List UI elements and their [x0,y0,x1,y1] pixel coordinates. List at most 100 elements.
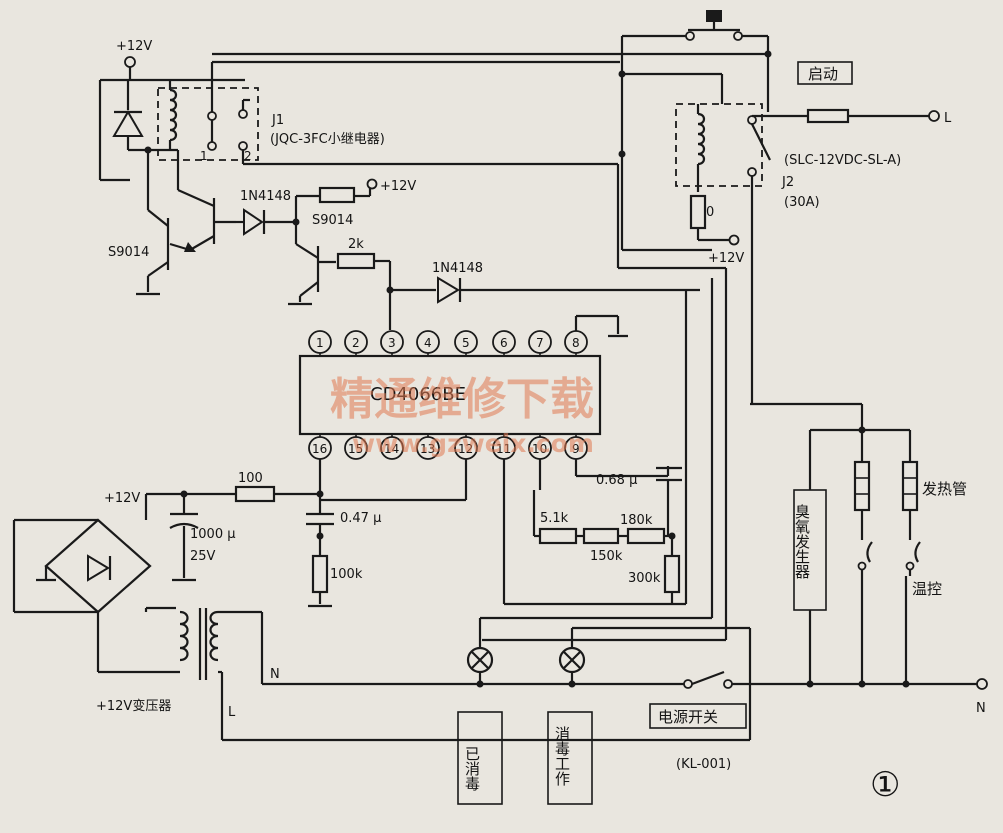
r-150k-label: 150k [590,549,623,564]
pin-6: 6 [500,336,508,350]
line-N-label: N [976,701,986,716]
j1-pin1-label: 1 [200,149,208,163]
pin-12: 12 [458,442,473,456]
j2-coil [697,112,706,166]
j2-name-label: J2 [781,175,794,190]
switch-model-label: (KL-001) [676,757,731,772]
pin-7: 7 [536,336,544,350]
cap-068-label: 0.68 μ [596,473,637,488]
r-5k1 [538,527,578,545]
j1-pin2-label: 2 [244,149,252,163]
transformer-secondary [179,610,189,662]
pin-10: 10 [532,442,547,456]
vcc-j2-label: +12V [708,251,744,266]
cap-047-label: 0.47 μ [340,511,381,526]
pin-9: 9 [572,442,580,456]
vcc-top-terminal [124,56,136,68]
ic-name-label: CD4066BE [370,384,466,405]
j1-name-label: J1 [271,113,284,128]
j2-rating-label: (30A) [784,195,820,210]
j1-relay-box [157,87,259,161]
vcc-top-label: +12V [116,39,152,54]
vcc-mid-label: +12V [380,179,416,194]
diode-1n4148-b [437,276,460,304]
power-switch-label: 电源开关 [658,708,718,726]
start-label: 启动 [808,65,838,83]
pin-2: 2 [352,336,360,350]
pin-13: 13 [420,442,435,456]
r-180k-label: 180k [620,513,653,528]
r-2k-label: 2k [348,237,364,252]
power-switch-box [649,703,747,729]
start-label-box [797,61,853,85]
j2-coil-res-label: 0 [706,205,714,220]
ic-top-pins: 1 2 3 4 5 6 7 8 [308,330,588,356]
r-150k [582,527,620,545]
ic-cd4066be: CD4066BE 1 2 3 4 5 6 7 8 [298,314,628,460]
lamp-work-label: 消毒工作 [553,726,571,786]
r-5k1-label: 5.1k [540,511,569,526]
bridge-rectifier [44,518,152,614]
s9014-b-label: S9014 [312,213,353,228]
fuse [806,108,850,124]
power-switch [723,679,733,689]
figure-number: ① [870,765,900,805]
s9014-a-label: S9014 [108,245,149,260]
heater-1 [853,460,871,512]
diode-b-label: 1N4148 [432,261,483,276]
j1-relay-section: +12V 1 2 J1 (JQC-3FC小继电器) [98,39,700,330]
j1-coil [169,88,178,142]
ozone-label: 臭氧发生器 [793,504,811,579]
r-2k [336,252,376,270]
r-300k [663,554,681,594]
j2-model-label: (SLC-12VDC-SL-A) [784,153,901,168]
vcc-j2-terminal [728,234,740,246]
thermo-label: 温控 [912,580,942,598]
diode-1n4148-a [243,208,264,236]
line-L-terminal [928,110,940,122]
cap-1000-label: 1000 μ [190,527,236,542]
mains-section: N 电源开关 (KL-001) 已消毒 消毒工作 臭氧发生器 [222,278,988,805]
j2-section: 启动 0 +12V L (SLC-12VDC-SL-A) J2 (30A) [212,10,952,642]
timing-network: 0.68 μ 5.1k 180k 150k 300k [320,290,688,606]
r-100k-label: 100k [330,567,363,582]
tr-L-label: L [228,705,236,720]
line-L-label: L [944,111,952,126]
pin-5: 5 [462,336,470,350]
watermark-url: www.gzweix.com [352,429,594,458]
j1-model-label: (JQC-3FC小继电器) [270,132,385,147]
r-100k [311,554,329,594]
start-button-cap [706,10,722,22]
pin-11: 11 [496,442,511,456]
pin-1: 1 [316,336,324,350]
diode-a-label: 1N4148 [240,189,291,204]
r-100 [234,485,276,503]
lamp-done-box [457,711,503,805]
pin-3: 3 [388,336,396,350]
ic-body [298,354,602,436]
lamp-work-box [547,711,593,805]
pin-4: 4 [424,336,432,350]
ic-bottom-pins: 16 15 14 13 12 11 10 9 [308,434,588,460]
cap-25v-label: 25V [190,549,216,564]
pin-8: 8 [572,336,580,350]
line-N-terminal [976,678,988,690]
tr-N-label: N [270,667,280,682]
flyback-diode [112,110,144,137]
j2-coil-resistor [689,194,707,230]
power-supply: +12V 100 0.47 μ 100k 1000 μ 25V [12,459,381,740]
pin-16: 16 [312,442,327,456]
r-100-label: 100 [238,471,263,486]
heater-label: 发热管 [922,480,967,498]
r-pullup [318,186,356,204]
pin-15: 15 [348,442,363,456]
r-300k-label: 300k [628,571,661,586]
transformer-label: +12V变压器 [96,698,171,714]
vcc-psu-label: +12V [104,491,140,506]
r-180k [626,527,666,545]
heater-2 [901,460,919,512]
pin-14: 14 [384,442,399,456]
watermark-title: 精通维修下载 [330,374,594,425]
